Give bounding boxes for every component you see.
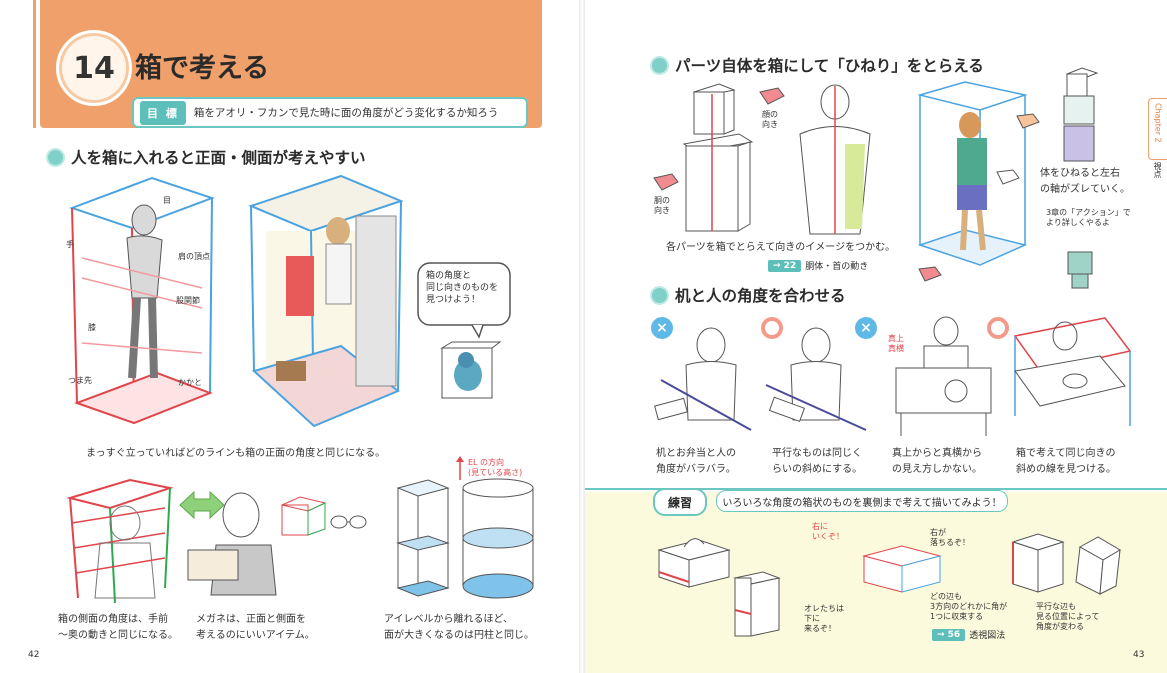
hand-note-2: 右が 落ちるぞ！ xyxy=(930,528,970,547)
page-number-left: 42 xyxy=(28,650,40,660)
wrong-mark-icon: × xyxy=(855,317,877,339)
section-dot-icon xyxy=(652,287,667,303)
goal-box: 目 標 箱をアオリ・フカンで見た時に面の角度がどう変化するか知ろう xyxy=(132,97,528,128)
caption-2: 箱の側面の角度は、手前 〜奥の動きと同じになる。 xyxy=(58,614,178,641)
practice-divider xyxy=(585,488,1167,490)
drawing-box-arrow-icon xyxy=(918,266,942,282)
goal-tag: 目 標 xyxy=(140,100,186,125)
correct-mark-icon xyxy=(761,317,783,339)
book-gutter xyxy=(579,0,585,673)
chapter-subtitle: 視点 xyxy=(1153,162,1162,178)
label-eye: 目 xyxy=(163,196,171,205)
ref-22-text[interactable]: 胴体・首の動き xyxy=(805,262,869,272)
caption-8: 平行なものは同じく らいの斜めにする。 xyxy=(772,448,863,475)
twist-arrow-top-icon xyxy=(1016,113,1040,129)
desk-flat-illustration xyxy=(895,316,992,436)
glasses-person-illustration xyxy=(187,492,277,596)
stacked-boxes-illustration xyxy=(1063,67,1099,162)
section-dot-icon xyxy=(652,57,667,73)
caption-3: メガネは、正面と側面を 考えるのにいいアイテム。 xyxy=(196,614,315,641)
label-hand: 手 xyxy=(66,240,74,249)
label-head-direction: 顔の 向き xyxy=(762,110,778,129)
section-title-3: 机と人の角度を合わせる xyxy=(675,287,846,305)
ref-22-number[interactable]: → 22 xyxy=(768,259,802,272)
cereal-box-illustration xyxy=(733,571,781,637)
eye-level-arrow-icon xyxy=(456,456,464,480)
section-dot-icon xyxy=(48,149,63,165)
speech-bubble-text: 箱の角度と 同じ向きのものを 見つけよう！ xyxy=(426,271,499,305)
desk-box-illustration xyxy=(1013,317,1132,426)
twisting-figure-illustration xyxy=(917,81,1028,266)
hand-note-5: 平行な辺も 見る位置によって 角度が変わる xyxy=(1036,602,1100,631)
left-page: 14 箱で考える 目 標 箱をアオリ・フカンで見た時に面の角度がどう変化するか知… xyxy=(0,0,581,673)
page-number-right: 43 xyxy=(1133,650,1145,660)
reference-link-56[interactable]: → 56 透視図法 xyxy=(932,628,1005,641)
twist-arrow-bottom-icon xyxy=(996,169,1020,185)
tissue-box-illustration xyxy=(657,538,731,588)
practice-tag: 練習 xyxy=(653,488,707,516)
wrong-mark-icon: × xyxy=(651,317,673,339)
section-title-2: パーツ自体を箱にして「ひねり」をとらえる xyxy=(675,57,984,75)
hand-note-1: 右に いくぞ！ xyxy=(812,522,844,541)
caption-9: 真上からと真横から の見え方しかない。 xyxy=(892,448,982,475)
label-shoulder: 肩の頂点 xyxy=(178,252,210,261)
label-hip: 股関節 xyxy=(176,296,200,305)
desk-correct-illustration xyxy=(765,327,867,431)
chest-direction-arrow-icon xyxy=(653,173,679,191)
robot-box-illustration xyxy=(1067,251,1093,289)
label-chest-direction: 胴の 向き xyxy=(654,196,670,215)
face-direction-arrow-icon xyxy=(759,87,785,105)
section-heading-3: 机と人の角度を合わせる xyxy=(652,284,846,306)
label-top-side: 真上 真横 xyxy=(888,334,904,353)
caption-7: 机とお弁当と人の 角度がバラバラ。 xyxy=(656,448,736,475)
label-knee: 膝 xyxy=(88,323,96,332)
ref-56-text[interactable]: 透視図法 xyxy=(969,631,1006,641)
speech-bubble xyxy=(417,262,511,339)
desk-wrong-illustration xyxy=(654,327,752,431)
page-title: 箱で考える xyxy=(135,53,270,84)
hand-note-3: オレたちは 下に 来るぞ！ xyxy=(804,604,844,633)
boxes-side-illustration xyxy=(66,478,174,604)
bird-in-box-illustration xyxy=(440,341,502,399)
glasses-icon xyxy=(330,515,367,529)
chapter-tab[interactable]: Chapter 2 xyxy=(1148,98,1167,160)
person-in-box-illustration xyxy=(69,176,215,425)
torso-boxes-illustration xyxy=(682,83,754,232)
label-toe: つま先 xyxy=(68,376,92,385)
ref-56-number[interactable]: → 56 xyxy=(932,628,966,641)
section-title-1: 人を箱に入れると正面・側面が考えやすい xyxy=(71,149,366,167)
eye-level-note: EL の方向 (見ている高さ) xyxy=(468,458,523,477)
torso-twist-illustration xyxy=(799,84,871,235)
caption-4: アイレベルから離れるほど、 面が大きくなるのは円柱と同じ。 xyxy=(384,614,534,641)
correct-mark-icon xyxy=(987,317,1009,339)
glasses-box-illustration xyxy=(280,496,327,536)
chapter-number: 14 xyxy=(56,30,132,106)
box-pair-illustration xyxy=(1011,533,1121,595)
label-heel: かかと xyxy=(178,378,202,387)
note-action-chapter: 3章の「アクション」で より詳しくやるよ xyxy=(1046,208,1131,227)
caption-6: 体をひねると左右 の軸がズレていく。 xyxy=(1040,168,1130,195)
header-edge xyxy=(33,0,36,128)
fitting-room-illustration xyxy=(248,174,404,428)
box-and-cylinder-illustration xyxy=(396,478,534,599)
arrow-icon xyxy=(179,490,225,520)
section-heading-1: 人を箱に入れると正面・側面が考えやすい xyxy=(48,146,366,168)
caption-1: まっすぐ立っていればどのラインも箱の正面の角度と同じになる。 xyxy=(86,448,386,459)
chapter-tab-label[interactable]: Chapter 2 xyxy=(1153,103,1163,143)
perspective-box-illustration xyxy=(862,545,942,593)
goal-text: 箱をアオリ・フカンで見た時に面の角度がどう変化するか知ろう xyxy=(193,107,499,119)
practice-instruction: いろいろな角度の箱状のものを裏側まで考えて描いてみよう！ xyxy=(716,490,1008,512)
caption-10: 箱で考えて同じ向きの 斜めの線を見つける。 xyxy=(1016,448,1116,475)
section-heading-2: パーツ自体を箱にして「ひねり」をとらえる xyxy=(652,54,984,76)
hand-note-4: どの辺も 3方向のどれかに角が 1つに収束する xyxy=(930,592,1008,621)
reference-link-22[interactable]: → 22 胴体・首の動き xyxy=(768,259,868,272)
caption-5: 各パーツを箱でとらえて向きのイメージをつかむ。 xyxy=(666,242,896,253)
